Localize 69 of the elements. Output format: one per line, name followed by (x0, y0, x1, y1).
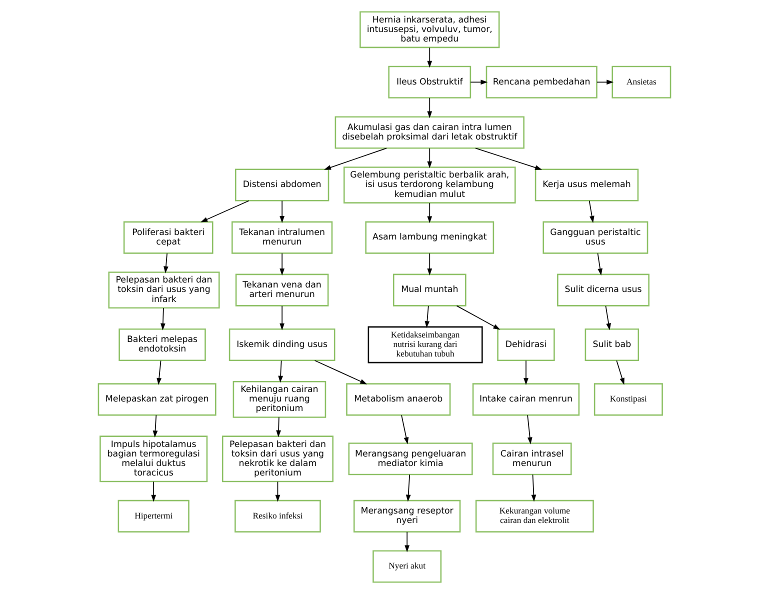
arrow (156, 360, 161, 385)
arrow (279, 252, 284, 276)
node-box: Mual muntah (392, 274, 466, 306)
node-box: Bakteri melepas endotoksin (118, 328, 206, 362)
node-box: Sulit dicerna usus (556, 274, 649, 306)
arrow (426, 252, 432, 276)
arrow (274, 481, 280, 502)
node-box: Intake cairan menrun (472, 383, 580, 416)
node-box: Hernia inkarserata, adhesi intususepsi, volvuluv, tumor, batu empedu (359, 11, 500, 48)
arrow (426, 97, 432, 118)
arrow (424, 306, 430, 328)
node-box: Ketidakseimbangan nutrisi kurang dari kebutuhan tubuh (367, 326, 482, 364)
arrow (596, 252, 602, 276)
arrow (474, 148, 542, 170)
arrow (278, 360, 283, 383)
node-box: Merangsang reseptor nyeri (352, 500, 460, 532)
arrow (523, 360, 528, 385)
arrow (470, 80, 488, 85)
node-box: Konstipasi (593, 383, 662, 416)
node-box: Kehilangan cairan menuju ruang peritonium (232, 380, 326, 418)
node-box: Melepaskan zat pirogen (97, 383, 216, 416)
node-box: Poliferasi bakteri cepat (122, 221, 213, 254)
arrow (526, 414, 532, 444)
node-box: Kekurangan volume cairan dan elektrolit (474, 500, 594, 532)
node-box: Dehidrasi (496, 328, 554, 362)
node-box: Akumulasi gas dan cairan intra lumen disebelah proksimal dari letak obstruktif (334, 116, 524, 149)
node-box: Resiko infeksi (234, 500, 320, 532)
node-box: Tekanan vena dan arteri menurun (234, 274, 328, 306)
arrow (400, 414, 408, 444)
node-box: Hipertermi (117, 500, 189, 532)
node-box: Rencana pembedahan (485, 66, 597, 98)
arrow (426, 47, 432, 68)
node-box: Tekanan intralumen menurun (231, 221, 332, 254)
node-box: Gangguan peristaltic usus (542, 221, 648, 254)
arrow (200, 200, 249, 222)
arrow (163, 252, 168, 274)
node-box: Gelembung peristaltic berbalik arah, isi usus terdorong kelambung kemudian mulut (342, 166, 516, 204)
node-box: Pelepasan bakteri dan toksin dari usus yang nekrotik ke dalam peritonium (221, 436, 333, 482)
node-box: Distensi abdomen (234, 168, 329, 202)
arrow (276, 416, 280, 438)
node-box: Nyeri akut (372, 550, 442, 583)
arrow (604, 306, 610, 330)
arrow (456, 305, 500, 330)
arrow (279, 306, 284, 330)
node-box: Ileus Obstruktif (388, 66, 471, 98)
node-box: Merangsang pengeluaran mediator kimia (348, 442, 472, 476)
arrow (588, 200, 594, 223)
node-box: Impuls hipotalamus bagian termoregulasi melalui duktus toracicus (99, 436, 208, 482)
arrow (596, 80, 614, 85)
node-box: Ansietas (611, 66, 671, 98)
arrow (404, 531, 409, 552)
arrow (160, 308, 165, 330)
node-box: Cairan intrasel menurun (492, 442, 572, 476)
node-box: Iskemik dinding usus (228, 328, 335, 362)
node-box: Pelepasan bakteri dan toksin dari usus yang infark (108, 272, 220, 308)
node-box: Sulit bab (584, 328, 639, 362)
arrow (279, 200, 284, 223)
arrow (323, 148, 386, 170)
arrow (152, 414, 158, 438)
node-box: Metabolism anaerob (346, 383, 450, 416)
arrow (426, 148, 432, 168)
arrow (530, 474, 536, 502)
arrow (426, 202, 432, 224)
arrow (405, 474, 410, 502)
arrow (314, 360, 367, 384)
arrow (150, 481, 156, 502)
arrow (616, 360, 624, 385)
node-box: Kerja usus melemah (534, 168, 638, 202)
node-box: Asam lambung meningkat (364, 221, 494, 254)
